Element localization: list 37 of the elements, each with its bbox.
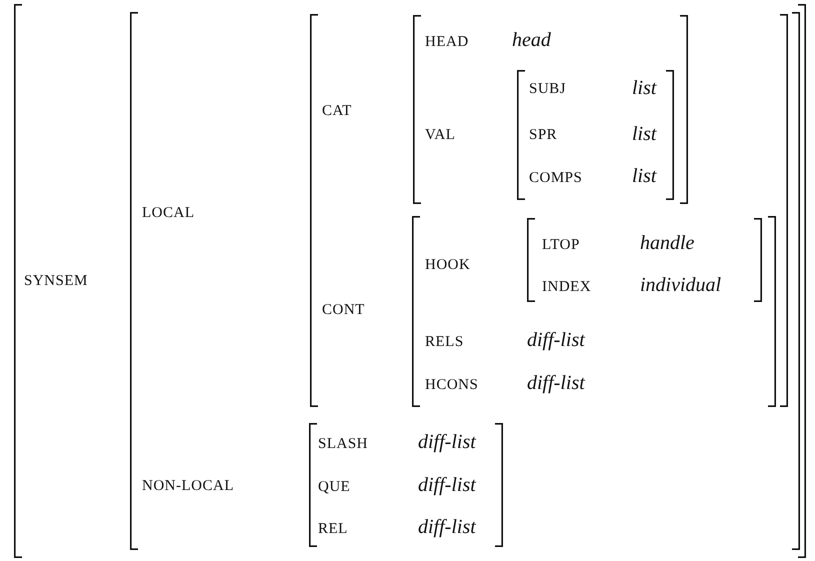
- feature-name: LTOP: [542, 236, 580, 254]
- feature-name: SPR: [529, 126, 558, 144]
- feature-name: SUBJ: [529, 80, 566, 98]
- feature-matrix: [310, 14, 788, 407]
- feature-value: diff-list: [418, 516, 476, 538]
- feature-name: HOOK: [425, 256, 470, 274]
- feature-name: SYNSEM: [24, 272, 88, 290]
- feature-matrix: [413, 15, 688, 204]
- feature-name: COMPS: [529, 170, 582, 186]
- feature-value: handle: [640, 232, 694, 254]
- feature-name: CAT: [322, 102, 352, 120]
- feature-value: list: [632, 165, 656, 187]
- feature-name: SLASH: [318, 436, 368, 452]
- feature-name: LOCAL: [142, 204, 194, 222]
- feature-name: QUE: [318, 478, 350, 496]
- feature-matrix: [14, 4, 806, 558]
- feature-value: diff-list: [527, 372, 585, 394]
- feature-matrix: [412, 216, 776, 407]
- feature-name: NON-LOCAL: [142, 478, 234, 494]
- feature-value: diff-list: [418, 474, 476, 496]
- feature-name: REL: [318, 520, 348, 538]
- feature-matrix: [309, 423, 503, 547]
- feature-name: RELS: [425, 334, 464, 350]
- feature-name: HCONS: [425, 376, 478, 394]
- feature-value: head: [512, 29, 551, 51]
- feature-name: HEAD: [425, 34, 469, 50]
- feature-matrix: [130, 12, 800, 550]
- feature-name: CONT: [322, 302, 365, 318]
- feature-value: diff-list: [527, 329, 585, 351]
- feature-value: list: [632, 123, 656, 145]
- feature-value: individual: [640, 274, 722, 296]
- feature-value: diff-list: [418, 431, 476, 453]
- feature-matrix: [517, 70, 674, 200]
- feature-name: INDEX: [542, 278, 592, 296]
- feature-name: VAL: [425, 126, 456, 144]
- feature-matrix: [527, 218, 762, 302]
- feature-value: list: [632, 77, 656, 99]
